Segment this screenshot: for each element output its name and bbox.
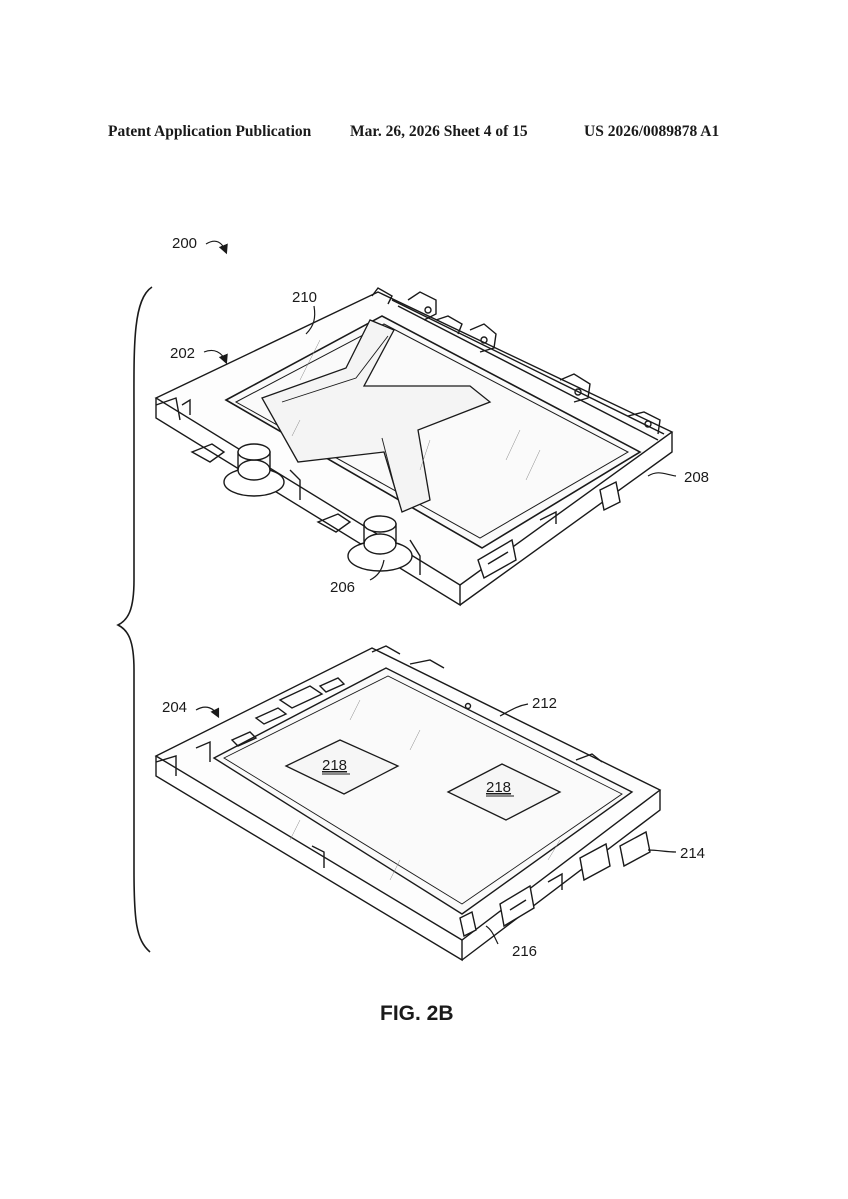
ref-206: 206 [330, 579, 355, 596]
publication-label: Patent Application Publication [108, 123, 312, 140]
date-sheet-label: Mar. 26, 2026 Sheet 4 of 15 [350, 123, 528, 140]
figure-caption: FIG. 2B [380, 1002, 454, 1025]
page-header: Patent Application Publication Mar. 26, … [0, 123, 848, 143]
ref-210: 210 [292, 289, 317, 306]
ref-214: 214 [680, 845, 705, 862]
ref-218-left: 218 [322, 757, 347, 774]
lower-assembly-204 [154, 645, 662, 962]
leader-lines [195, 240, 677, 945]
upper-assembly-202 [154, 287, 674, 607]
ref-212: 212 [532, 695, 557, 712]
ref-208: 208 [684, 469, 709, 486]
thermal-pad-left [284, 739, 400, 795]
grouping-brace [116, 286, 153, 953]
ref-202: 202 [170, 345, 195, 362]
publication-number: US 2026/0089878 A1 [584, 123, 720, 140]
ref-204: 204 [162, 699, 187, 716]
thermal-pad-right [446, 763, 562, 821]
ref-218-right: 218 [486, 779, 511, 796]
ref-216: 216 [512, 943, 537, 960]
ref-200: 200 [172, 235, 197, 252]
